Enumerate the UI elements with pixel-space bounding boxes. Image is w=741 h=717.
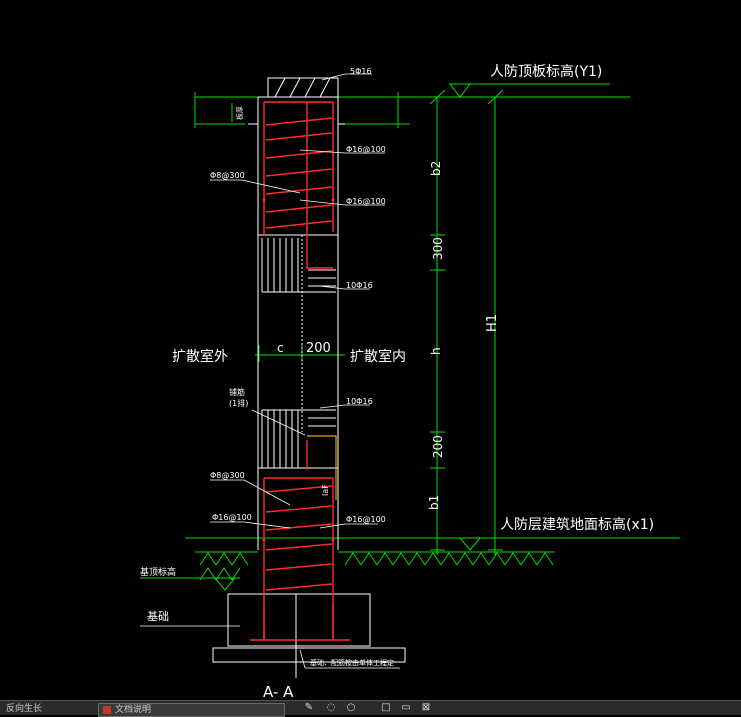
dim-200-vertical: 200 <box>431 435 445 458</box>
square-icon[interactable]: □ <box>381 702 391 713</box>
document-icon <box>103 706 111 714</box>
foundation-note: 基础、配筋按由单体工程定 <box>310 658 394 667</box>
cad-section-drawing[interactable]: 人防顶板标高(Y1) 人防层建筑地面标高(x1) 扩散室外 扩散室内 基顶标高 … <box>0 0 741 700</box>
top-elevation-label: 人防顶板标高(Y1) <box>490 63 602 80</box>
bar-lower-right: Φ16@100 <box>346 515 386 524</box>
bar-d8-lower: Φ8@300 <box>210 471 245 480</box>
leaders <box>140 73 400 669</box>
dim-c: c <box>277 341 284 355</box>
dim-200: 200 <box>306 341 331 356</box>
ground-hatch <box>195 551 555 581</box>
bar-upper-a: Φ16@100 <box>346 145 386 154</box>
inside-label: 扩散室内 <box>350 348 406 365</box>
outside-label: 扩散室外 <box>172 348 228 365</box>
circle-icon[interactable]: ○ <box>346 702 356 713</box>
floor-elevation-label: 人防层建筑地面标高(x1) <box>500 516 654 533</box>
rebar <box>250 101 350 641</box>
dim-tick <box>487 89 504 105</box>
bar-top-label: 5Φ16 <box>350 67 372 76</box>
close-icon[interactable]: ⊠ <box>421 702 431 713</box>
section-title: A- A <box>263 683 294 700</box>
foundation-top-triangle <box>213 577 237 591</box>
dim-300: 300 <box>431 237 445 260</box>
bar-upper-b: Φ16@100 <box>346 197 386 206</box>
dim-tick <box>429 89 446 105</box>
wall-outline <box>212 77 406 678</box>
taskbar-item-2[interactable]: 文档说明 <box>98 703 285 717</box>
anchor-length-label: laF <box>321 484 330 496</box>
bar-d8-upper: Φ8@300 <box>210 171 245 180</box>
crop-icon[interactable]: ▭ <box>401 702 411 713</box>
bar-lower-left: Φ16@100 <box>212 513 252 522</box>
bar-10d16-upper: 10Φ16 <box>346 281 373 290</box>
foundation-label: 基础 <box>147 610 169 623</box>
rebar-dots <box>262 198 335 542</box>
dim-b2: b2 <box>429 161 443 176</box>
dim-h: h <box>429 347 443 355</box>
dim-H1: H1 <box>485 314 500 332</box>
floor-elevation-triangle <box>458 537 482 551</box>
slab-thk-label: 板厚 <box>235 106 244 120</box>
taskbar-item-1[interactable]: 反向生长 <box>6 704 43 714</box>
bar-10d16-lower: 10Φ16 <box>346 397 373 406</box>
taskbar: 反向生长 文档说明 ✎ ◌ ○ □ ▭ ⊠ <box>0 700 741 717</box>
dim-b1: b1 <box>427 495 441 510</box>
embed-note-2: (1排) <box>229 398 248 408</box>
anchor-bar <box>307 435 337 500</box>
embed-note-1: 铺筋 <box>229 387 245 397</box>
labels: 人防顶板标高(Y1) 人防层建筑地面标高(x1) 扩散室外 扩散室内 基顶标高 … <box>140 63 654 700</box>
taskbar-item-2-label: 文档说明 <box>115 705 152 715</box>
lasso-icon[interactable]: ◌ <box>326 702 336 713</box>
top-elevation-triangle <box>448 83 472 98</box>
foundation-top-label: 基顶标高 <box>140 566 176 578</box>
pen-icon[interactable]: ✎ <box>304 702 314 713</box>
